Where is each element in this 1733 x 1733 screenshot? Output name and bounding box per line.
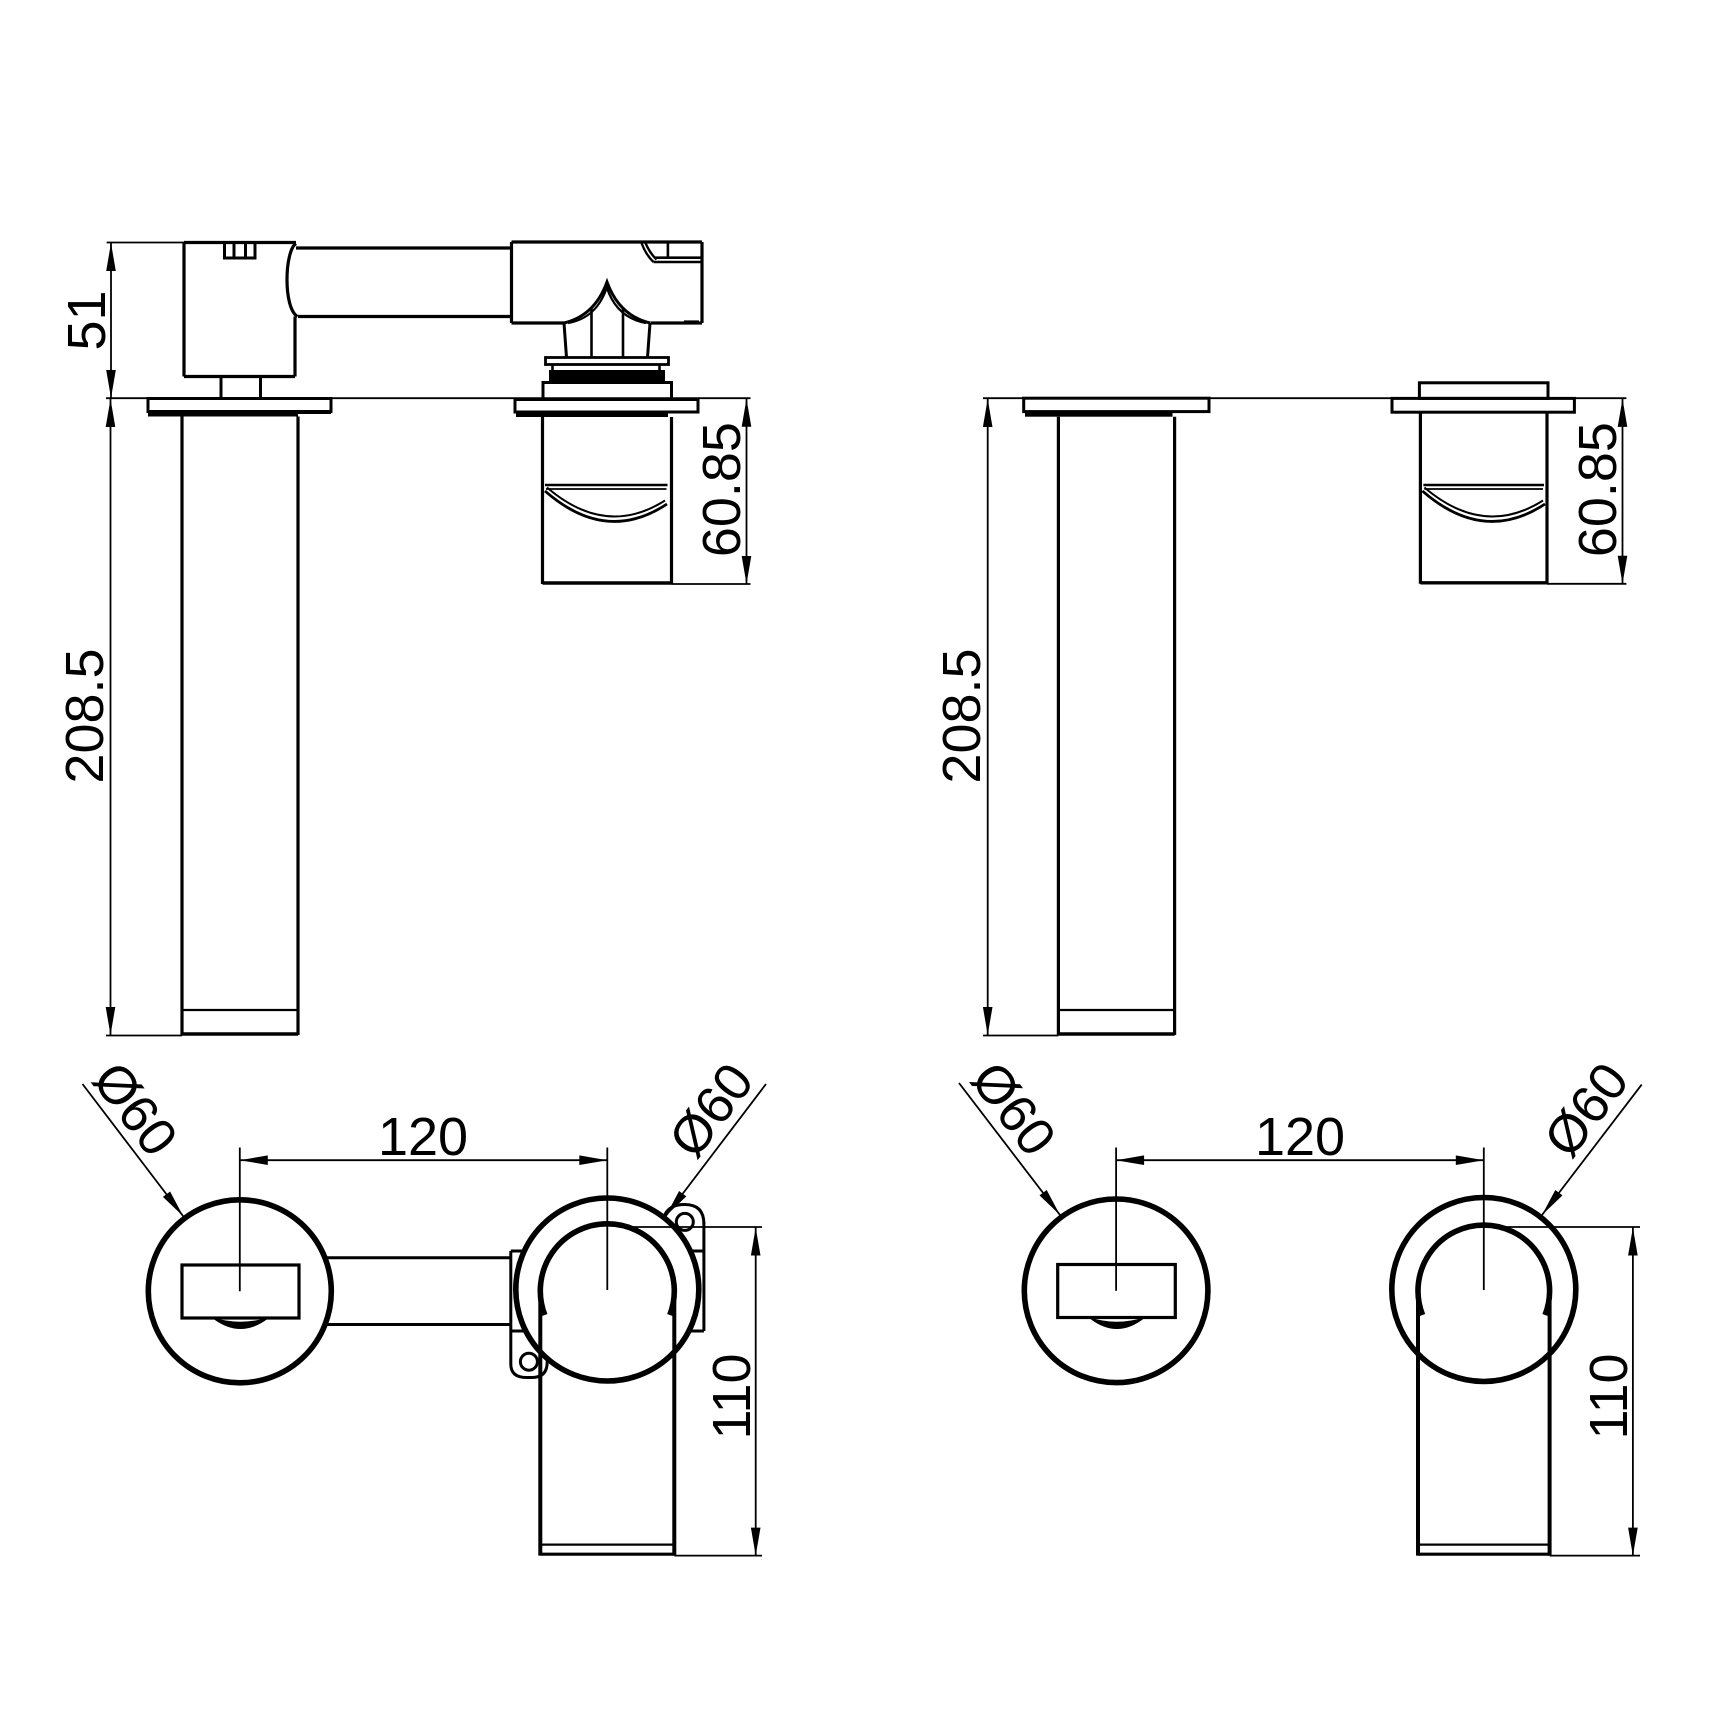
svg-text:110: 110 bbox=[1579, 1353, 1639, 1439]
svg-text:60.85: 60.85 bbox=[1568, 422, 1628, 557]
svg-text:120: 120 bbox=[1255, 1107, 1345, 1167]
svg-text:51: 51 bbox=[57, 290, 117, 350]
svg-text:110: 110 bbox=[702, 1353, 762, 1439]
svg-text:208.5: 208.5 bbox=[932, 648, 992, 783]
svg-text:120: 120 bbox=[378, 1107, 468, 1167]
svg-text:60.85: 60.85 bbox=[692, 422, 752, 557]
svg-text:208.5: 208.5 bbox=[55, 648, 115, 783]
